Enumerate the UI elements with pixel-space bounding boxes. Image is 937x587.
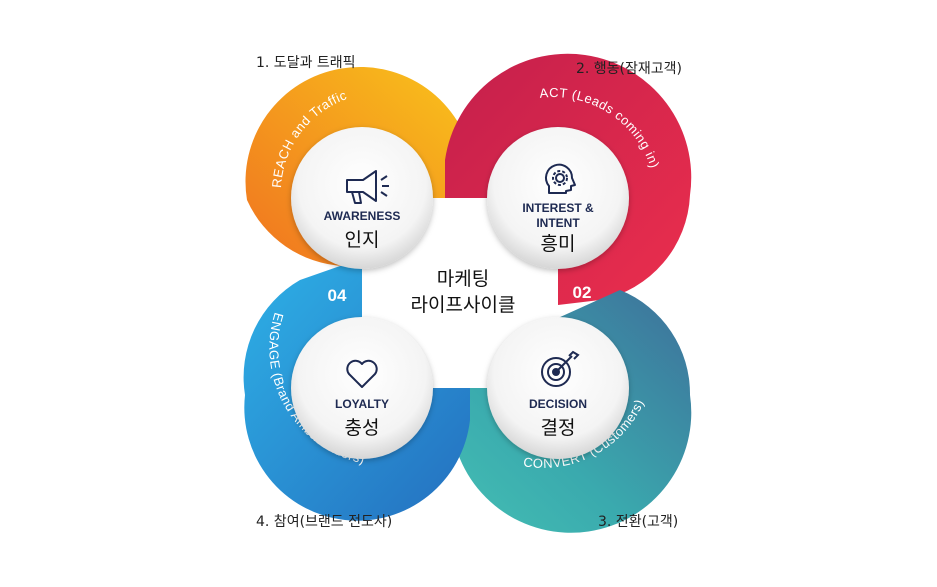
head-gear-icon: [545, 163, 576, 194]
heart-icon: [346, 359, 378, 388]
decision-title-en: DECISION: [529, 397, 587, 411]
interest-title-en-line2: INTENT: [536, 216, 580, 230]
loyalty-circle: LOYALTY 충성: [291, 317, 433, 459]
target-icon: [541, 350, 580, 387]
awareness-title-en: AWARENESS: [324, 209, 401, 223]
label-engage: 4. 참여(브랜드 전도사): [256, 514, 393, 530]
awareness-title-ko: 인지: [345, 229, 380, 251]
center-title-line2: 라이프사이클: [410, 294, 516, 316]
awareness-circle: AWARENESS 인지: [291, 127, 433, 269]
loyalty-title-ko: 충성: [345, 417, 380, 439]
stage-4-number: 04: [328, 286, 347, 305]
decision-circle: DECISION 결정: [487, 317, 629, 459]
interest-title-ko: 흥미: [541, 233, 576, 255]
center-title-line1: 마케팅: [436, 268, 490, 290]
decision-title-ko: 결정: [541, 417, 576, 439]
interest-title-en-line1: INTEREST &: [522, 201, 594, 215]
interest-circle: INTEREST & INTENT 흥미: [487, 127, 629, 269]
label-convert: 3. 전환(고객): [598, 514, 679, 530]
label-reach: 1. 도달과 트래픽: [256, 55, 356, 71]
center-title: 마케팅 라이프사이클: [378, 266, 548, 318]
megaphone-icon: [346, 170, 389, 204]
loyalty-title-en: LOYALTY: [335, 397, 389, 411]
stage-2-number: 02: [573, 283, 592, 302]
label-act: 2. 행동(잠재고객): [575, 61, 682, 77]
